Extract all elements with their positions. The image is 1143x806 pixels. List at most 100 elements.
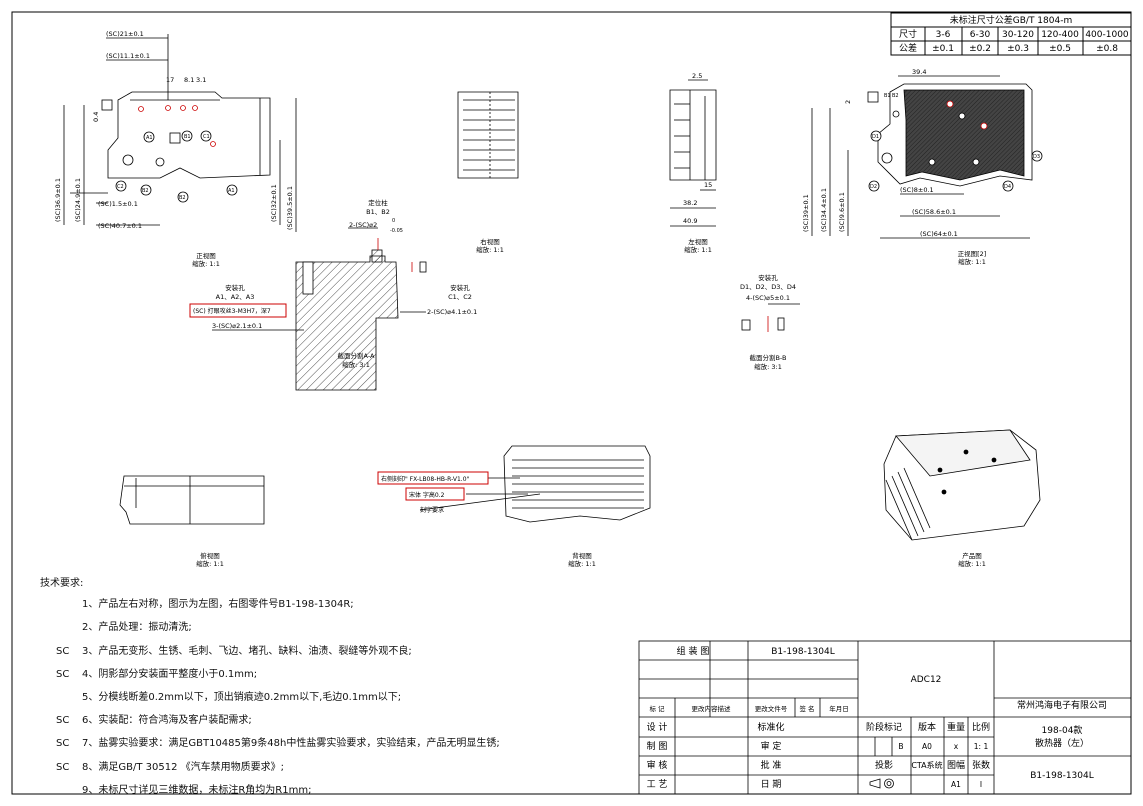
marker-label: B1 <box>184 134 191 140</box>
marker-label: A1 <box>228 188 235 194</box>
dim-label: 8.1 <box>184 76 194 84</box>
product-name-1: 198-04款 <box>1042 724 1083 736</box>
view-title: 正视图[2] <box>958 249 987 258</box>
design-label: 设 计 <box>647 721 668 733</box>
rev-header: 更改文件号 <box>755 704 788 713</box>
view-title: 右视图 <box>480 237 500 246</box>
tol-cell: 30-120 <box>1002 30 1034 40</box>
mount-ids: C1、C2 <box>448 293 472 301</box>
marker-label: D1 <box>872 134 879 140</box>
view-scale: 缩放: 1:1 <box>192 259 220 268</box>
engrave-note-box <box>377 471 489 485</box>
tech-text: 4、阴影部分安装面平整度小于0.1mm; <box>82 668 258 680</box>
dim-label: (SC)58.6±0.1 <box>912 208 956 216</box>
stage-mark-label: 阶段标记 <box>866 721 902 733</box>
dim-label: (SC)39.5±0.1 <box>286 186 294 230</box>
front-view-2 <box>811 75 1033 239</box>
sheet-size-value: A1 <box>951 780 961 789</box>
tech-text: 2、产品处理：振动清洗; <box>82 622 192 634</box>
tol-cell: 120-400 <box>1041 30 1079 40</box>
tech-item: SC 4、阴影部分安装面平整度小于0.1mm; <box>14 663 634 686</box>
dim-label: (SC)64±0.1 <box>920 230 958 238</box>
b-dim: 4-(SC)⌀5±0.1 <box>746 294 790 302</box>
right-view-labels: 右视图 缩放: 1:1 <box>476 237 504 254</box>
product-name-2: 散热器（左） <box>1035 737 1089 749</box>
dim-label: (SC)11.1±0.1 <box>106 52 150 60</box>
dim-label: (SC)34.4±0.1 <box>820 188 828 232</box>
a-dim: 3-(SC)⌀2.1±0.1 <box>212 322 262 330</box>
stage-value: B <box>898 742 903 751</box>
tech-text: 6、实装配：符合鸿海及客户装配需求; <box>82 715 252 727</box>
dim-label: 0.4 <box>92 112 100 122</box>
version-label: 版本 <box>918 721 936 733</box>
dim-label: 38.2 <box>683 199 697 207</box>
tol-cell: ±0.1 <box>932 44 954 54</box>
section-b-view <box>741 303 800 332</box>
font-note-box <box>405 487 465 501</box>
dim-label: 17 <box>166 76 174 84</box>
right-view <box>457 91 519 179</box>
view-title: 正视图 <box>196 251 216 260</box>
standardize-label: 标准化 <box>757 721 784 733</box>
view-title: 截面分割B-B <box>749 353 786 362</box>
dim-label: (SC)40.7±0.1 <box>98 222 142 230</box>
dim-label: (SC)39±0.1 <box>802 194 810 232</box>
title-block <box>638 640 1132 795</box>
mount-title: 安装孔 <box>450 283 470 292</box>
version-value: A0 <box>922 742 932 751</box>
dim-label: (SC)32±0.1 <box>270 184 278 222</box>
tech-text: 8、满足GB/T 30512 《汽车禁用物质要求》; <box>82 761 284 773</box>
section-b-labels: 安装孔 D1、D2、D3、D4 4-(SC)⌀5±0.1 截面分割B-B 缩放:… <box>740 273 796 371</box>
tech-item: 5、分模线断差0.2mm以下，顶出销痕迹0.2mm以下,毛边0.1mm以下; <box>14 686 634 709</box>
sheet-size-label: 图幅 <box>947 759 965 771</box>
front-view-2-markers <box>868 130 1043 192</box>
view-scale: 缩放: 3:1 <box>342 360 370 369</box>
sheet-count-label: 张数 <box>972 759 990 771</box>
section-a-labels: 定位柱 B1、B2 2-(SC)⌀2 0 -0.05 安装孔 A1、A2、A3 … <box>189 198 477 369</box>
technical-requirements: 技术要求: 1、产品左右对称，图示为左图，右图零件号B1-198-1304R; … <box>14 572 634 802</box>
marker-label: B2 <box>892 93 899 99</box>
back-view-labels: 右侧刻印" FX-LB08-HB-R-V1.0" 宋体 字高0.2 刻字要求 背… <box>377 471 596 568</box>
pin-tol: 0 <box>392 218 395 224</box>
view-title: 左视图 <box>688 237 708 246</box>
cta-label: CTA系统 <box>911 760 942 770</box>
pin-title: 定位柱 <box>368 198 388 207</box>
rev-header: 年月日 <box>829 704 849 713</box>
dim-label: 2.5 <box>692 72 702 80</box>
dim-label: (SC)1.5±0.1 <box>98 200 138 208</box>
tol-cell: 尺寸 <box>899 28 917 40</box>
rev-header: 标 记 <box>649 704 665 713</box>
product-view <box>883 429 1041 541</box>
pin-ids: B1、B2 <box>366 208 390 216</box>
sc-mark: SC <box>56 668 70 680</box>
dim-label: 39.4 <box>912 68 926 76</box>
tap-note: (SC) 打眼攻丝3-M3H7，深7 <box>193 307 271 315</box>
ratio-label: 比例 <box>972 721 990 733</box>
tol-cell: ±0.8 <box>1096 44 1118 54</box>
dim-label: (SC)36.9±0.1 <box>54 178 62 222</box>
marker-label: C2 <box>117 184 124 190</box>
process-label: 工 艺 <box>647 779 668 790</box>
mount-title: 安装孔 <box>758 273 778 282</box>
review-label: 审 核 <box>647 759 668 771</box>
tol-cell: 3-6 <box>936 30 951 40</box>
view-scale: 缩放: 1:1 <box>958 559 986 568</box>
sc-mark <box>14 616 82 639</box>
mount-title: 安装孔 <box>225 283 245 292</box>
check-label: 审 定 <box>761 740 782 752</box>
marker-label: D2 <box>870 184 877 190</box>
dim-label: 15 <box>704 181 712 189</box>
sc-mark: SC <box>56 738 70 750</box>
part-no-bottom: B1-198-1304L <box>1030 771 1094 781</box>
pin-dim: 2-(SC)⌀2 <box>349 221 377 229</box>
view-scale: 缩放: 1:1 <box>196 559 224 568</box>
bottom-view-labels: 俯视图 缩放: 1:1 <box>196 551 224 568</box>
tech-item: 2、产品处理：振动清洗; <box>14 616 634 639</box>
assembly-label: 组 装 图 <box>677 645 710 657</box>
font-note: 宋体 字高0.2 <box>409 491 445 499</box>
tech-title: 技术要求: <box>40 578 84 589</box>
tolerance-table: 未标注尺寸公差GB/T 1804-m 尺寸 3-6 6-30 30-120 12… <box>890 12 1132 56</box>
sc-mark: SC <box>56 715 70 727</box>
